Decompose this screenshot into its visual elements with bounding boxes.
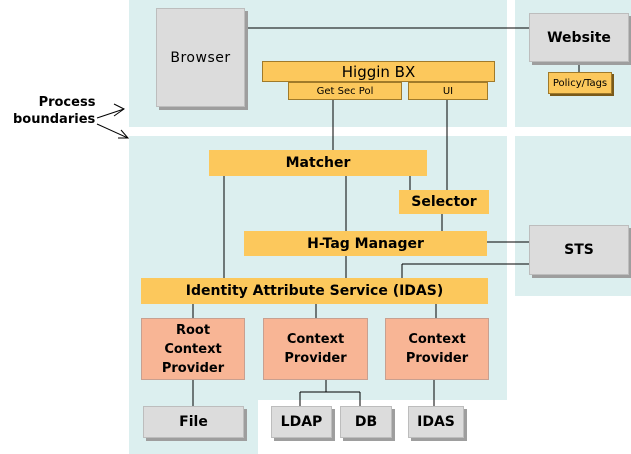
root-context-provider-box[interactable]: Root Context Provider: [141, 318, 245, 380]
idas-datastore-box[interactable]: IDAS: [408, 406, 464, 438]
cp1-line2: Provider: [284, 351, 347, 366]
website-box[interactable]: Website: [529, 13, 629, 62]
sts-box[interactable]: STS: [529, 225, 629, 275]
process-label-line1: Process: [38, 95, 96, 110]
cp2-line2: Provider: [405, 351, 469, 366]
cp2-line1: Context: [408, 332, 466, 347]
policy-tags-box[interactable]: Policy/Tags: [548, 72, 612, 94]
root-cp-line3: Provider: [161, 360, 225, 376]
arrow-boundary-top: [96, 108, 125, 119]
selector-box[interactable]: Selector: [399, 190, 489, 214]
htag-manager-box[interactable]: H-Tag Manager: [244, 231, 487, 256]
get-sec-pol-box[interactable]: Get Sec Pol: [288, 82, 402, 100]
arrow-boundary-bottom: [96, 123, 129, 139]
db-box[interactable]: DB: [340, 406, 392, 438]
context-provider-box-2[interactable]: Context Provider: [385, 318, 489, 380]
cp1-line1: Context: [286, 332, 345, 347]
higgins-bx-box[interactable]: Higgin BX: [262, 61, 495, 82]
process-boundaries-label: Process boundaries: [8, 94, 118, 128]
context-provider-box-1[interactable]: Context Provider: [263, 318, 368, 380]
file-box[interactable]: File: [143, 406, 244, 438]
root-cp-line1: Root: [175, 322, 211, 338]
process-label-line2: boundaries: [13, 112, 96, 127]
root-cp-line2: Context: [164, 341, 222, 357]
ui-box[interactable]: UI: [408, 82, 488, 100]
arrow-head-bottom: [118, 129, 130, 139]
matcher-box[interactable]: Matcher: [209, 150, 427, 176]
browser-box[interactable]: Browser: [156, 8, 245, 107]
arrow-head-top: [113, 103, 125, 117]
ldap-box[interactable]: LDAP: [271, 406, 332, 438]
idas-service-box[interactable]: Identity Attribute Service (IDAS): [141, 278, 488, 304]
